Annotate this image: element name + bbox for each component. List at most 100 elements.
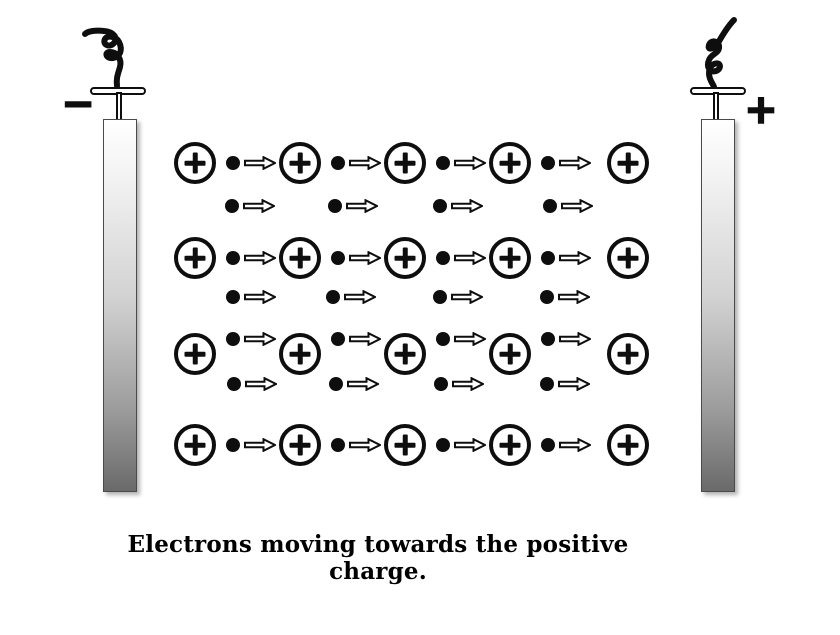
positive-ion xyxy=(174,333,216,375)
ion-plus-glyph xyxy=(625,152,631,174)
right-arrow-icon xyxy=(559,438,591,452)
electron-with-arrow xyxy=(331,438,381,452)
electron-with-arrow xyxy=(331,251,381,265)
electron-dot xyxy=(541,156,555,170)
electron-dot xyxy=(225,199,239,213)
electron-dot xyxy=(331,332,345,346)
electron-with-arrow xyxy=(541,156,591,170)
electron-with-arrow xyxy=(543,199,593,213)
positive-ion xyxy=(489,424,531,466)
electron-with-arrow xyxy=(227,377,277,391)
ion-plus-glyph xyxy=(192,434,198,456)
electron-dot xyxy=(541,438,555,452)
right-arrow-icon xyxy=(454,156,486,170)
right-arrow-icon xyxy=(454,251,486,265)
ion-plus-glyph xyxy=(507,343,513,365)
electron-dot xyxy=(328,199,342,213)
electron-with-arrow xyxy=(541,332,591,346)
electron-dot xyxy=(540,377,554,391)
electron-with-arrow xyxy=(434,377,484,391)
electron-with-arrow xyxy=(328,199,378,213)
positive-sign: + xyxy=(743,87,778,133)
right-arrow-icon xyxy=(561,199,593,213)
right-arrow-icon xyxy=(349,332,381,346)
positive-ion xyxy=(174,142,216,184)
right-arrow-icon xyxy=(559,332,591,346)
positive-ion xyxy=(279,333,321,375)
ion-plus-glyph xyxy=(192,247,198,269)
electron-with-arrow xyxy=(225,199,275,213)
ion-plus-glyph xyxy=(507,434,513,456)
right-arrow-icon xyxy=(346,199,378,213)
electron-with-arrow xyxy=(226,332,276,346)
caption: Electrons moving towards the positive ch… xyxy=(127,531,629,585)
right-arrow-icon xyxy=(451,199,483,213)
electron-dot xyxy=(227,377,241,391)
right-arrow-icon xyxy=(245,377,277,391)
electron-dot xyxy=(226,290,240,304)
electron-with-arrow xyxy=(433,290,483,304)
ion-plus-glyph xyxy=(297,152,303,174)
right-arrow-icon xyxy=(452,377,484,391)
electron-dot xyxy=(540,290,554,304)
positive-ion xyxy=(384,424,426,466)
positive-ion xyxy=(489,333,531,375)
ion-plus-glyph xyxy=(192,152,198,174)
electrode-stem-left xyxy=(116,92,122,122)
right-arrow-icon xyxy=(558,377,590,391)
right-arrow-icon xyxy=(454,438,486,452)
positive-ion xyxy=(607,237,649,279)
electron-with-arrow xyxy=(436,156,486,170)
electron-dot xyxy=(226,332,240,346)
electron-dot xyxy=(433,290,447,304)
electron-with-arrow xyxy=(436,332,486,346)
positive-ion xyxy=(607,424,649,466)
electron-dot xyxy=(326,290,340,304)
electron-with-arrow xyxy=(226,290,276,304)
ion-plus-glyph xyxy=(402,152,408,174)
positive-ion xyxy=(384,237,426,279)
positive-ion xyxy=(279,424,321,466)
electron-with-arrow xyxy=(326,290,376,304)
ion-plus-glyph xyxy=(507,247,513,269)
positive-ion xyxy=(174,237,216,279)
electron-with-arrow xyxy=(329,377,379,391)
electron-dot xyxy=(436,438,450,452)
electron-dot xyxy=(541,251,555,265)
positive-ion xyxy=(607,333,649,375)
electron-with-arrow xyxy=(331,156,381,170)
electron-dot xyxy=(329,377,343,391)
electron-with-arrow xyxy=(226,251,276,265)
ion-plus-glyph xyxy=(402,434,408,456)
electron-with-arrow xyxy=(433,199,483,213)
ion-plus-glyph xyxy=(625,343,631,365)
right-arrow-icon xyxy=(347,377,379,391)
electron-dot xyxy=(436,156,450,170)
positive-ion xyxy=(279,237,321,279)
ion-plus-glyph xyxy=(297,343,303,365)
right-arrow-icon xyxy=(451,290,483,304)
electron-dot xyxy=(331,156,345,170)
negative-sign: − xyxy=(60,81,95,127)
positive-ion xyxy=(489,142,531,184)
electron-with-arrow xyxy=(331,332,381,346)
electron-dot xyxy=(226,251,240,265)
electron-with-arrow xyxy=(226,438,276,452)
right-arrow-icon xyxy=(559,156,591,170)
right-arrow-icon xyxy=(244,251,276,265)
positive-ion xyxy=(489,237,531,279)
wire-squiggle-right-icon xyxy=(704,17,737,90)
ion-plus-glyph xyxy=(625,434,631,456)
positive-ion xyxy=(174,424,216,466)
positive-ion xyxy=(607,142,649,184)
electrode-column-left xyxy=(103,119,137,492)
right-arrow-icon xyxy=(349,438,381,452)
electron-with-arrow xyxy=(436,251,486,265)
right-arrow-icon xyxy=(344,290,376,304)
electrode-column-right xyxy=(701,119,735,492)
right-arrow-icon xyxy=(559,251,591,265)
right-arrow-icon xyxy=(244,290,276,304)
ion-plus-glyph xyxy=(297,247,303,269)
right-arrow-icon xyxy=(244,332,276,346)
